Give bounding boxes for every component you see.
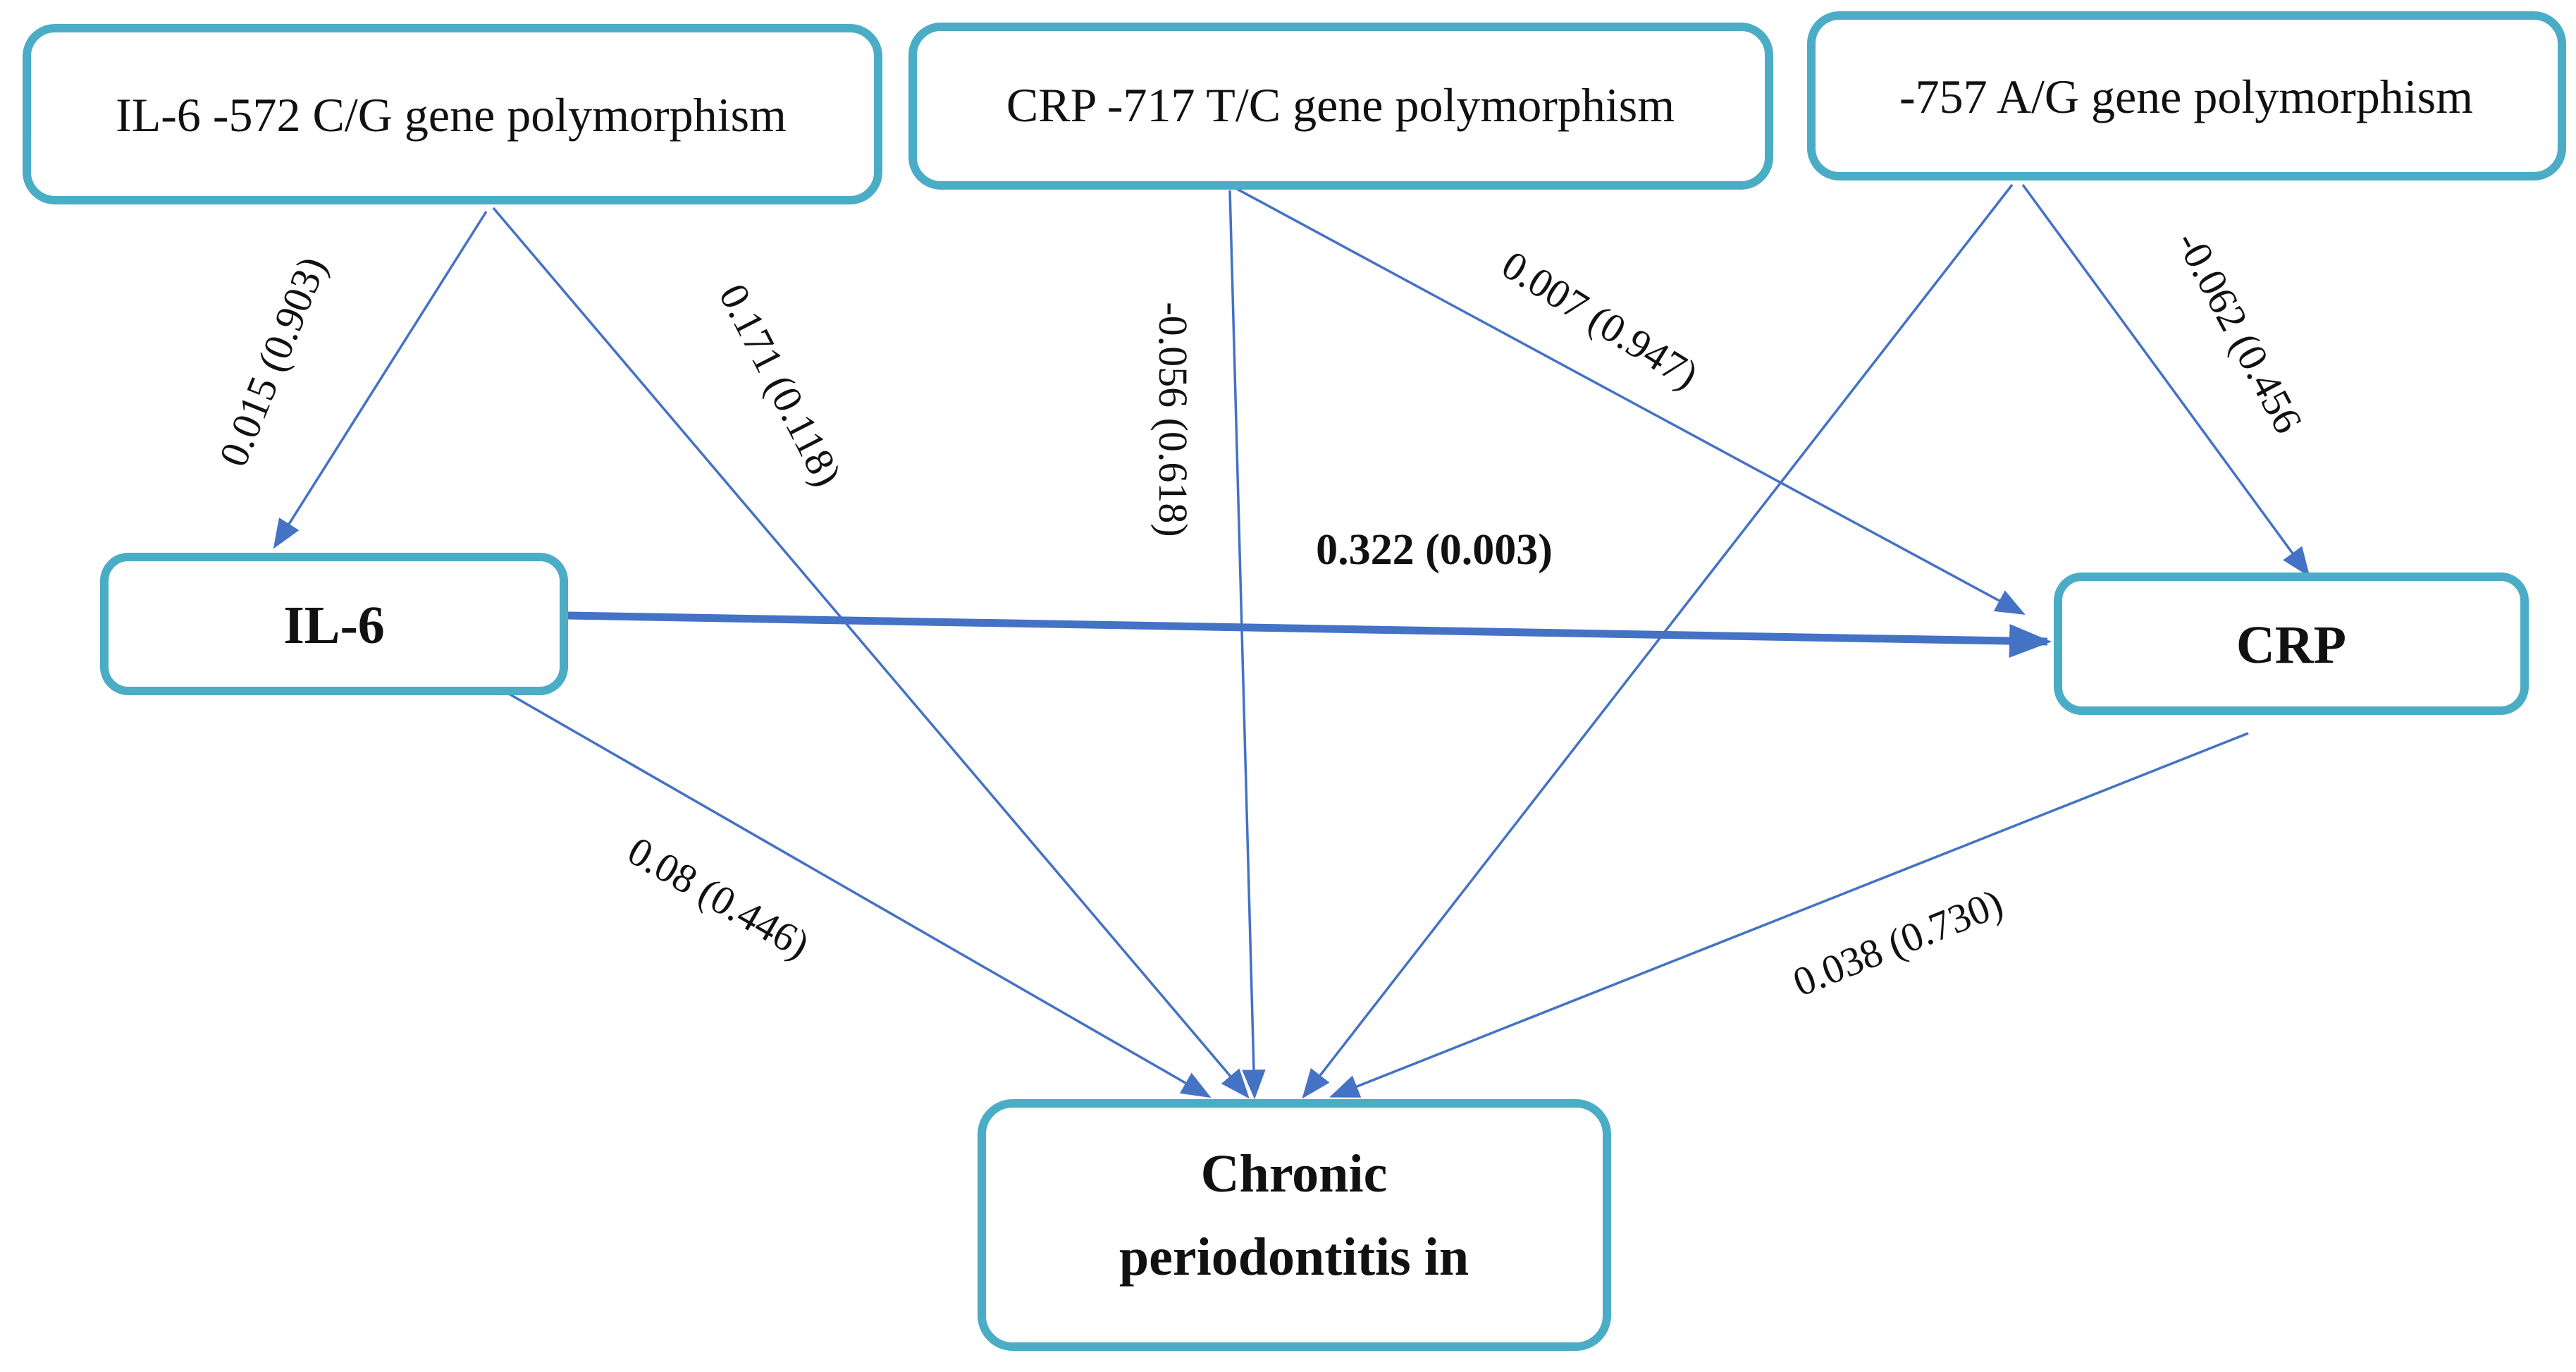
label-crp-to-outcome: 0.038 (0.730) <box>1787 880 2009 1005</box>
edge-il6-to-outcome <box>503 690 1212 1098</box>
node-crp-gene: CRP -717 T/C gene polymorphism <box>908 23 1773 190</box>
edge-il6-to-crp <box>567 611 2052 659</box>
node-il6-label: IL-6 <box>283 596 385 655</box>
edge-crpgene-to-crp <box>1236 188 2026 615</box>
node-ag-gene: -757 A/G gene polymorphism <box>1807 11 2566 180</box>
edge-aggene-to-crp <box>2021 183 2310 577</box>
label-crpgene-to-crp: 0.007 (0.947) <box>1494 242 1706 398</box>
label-il6gene-to-il6: 0.015 (0.903) <box>210 250 335 473</box>
edge-crp-to-outcome <box>1329 732 2249 1098</box>
node-outcome-label-line1: Chronic <box>1201 1144 1388 1203</box>
edge-il6gene-to-il6 <box>273 211 488 549</box>
node-outcome: Chronic periodontitis in <box>978 1099 1611 1351</box>
node-crp: CRP <box>2054 572 2529 715</box>
node-il6: IL-6 <box>100 553 568 695</box>
label-crpgene-to-outcome: -0.056 (0.618) <box>1150 302 1196 537</box>
label-il6gene-to-outcome: 0.171 (0.118) <box>710 276 851 493</box>
node-crp-gene-label: CRP -717 T/C gene polymorphism <box>1006 78 1675 132</box>
label-il6-to-outcome: 0.08 (0.446) <box>620 828 817 968</box>
edge-aggene-to-outcome <box>1302 183 2014 1099</box>
node-outcome-label-line2: periodontitis in <box>1119 1227 1469 1287</box>
label-aggene-to-crp: -0.062 (0.456 <box>2167 223 2312 441</box>
node-ag-gene-label: -757 A/G gene polymorphism <box>1899 70 2473 123</box>
node-crp-label: CRP <box>2236 615 2346 675</box>
node-il6-gene: IL-6 -572 C/G gene polymorphism <box>23 24 882 204</box>
label-il6-to-crp: 0.322 (0.003) <box>1316 526 1553 574</box>
edge-crpgene-to-outcome <box>1228 190 1266 1100</box>
edge-il6gene-to-outcome <box>492 207 1250 1099</box>
node-il6-gene-label: IL-6 -572 C/G gene polymorphism <box>116 88 787 142</box>
